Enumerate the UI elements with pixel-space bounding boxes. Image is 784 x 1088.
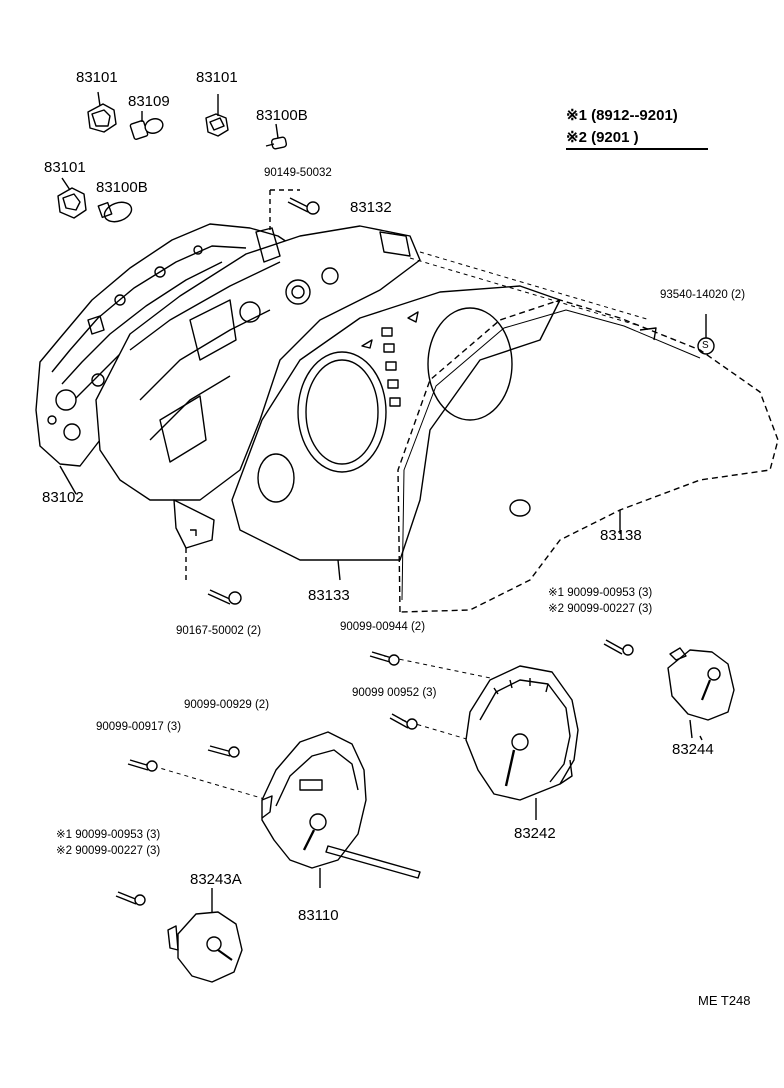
- label-83100b-a: 83100B: [256, 107, 308, 124]
- screw-90099-00953-bottom: [115, 891, 146, 906]
- screw-90099-00929: [207, 745, 240, 758]
- footer-code: ME T248: [698, 993, 751, 1008]
- fuel-gauge-83243a: [167, 888, 243, 983]
- meter-face-83133: [231, 285, 561, 581]
- label-alt2-top: ※2 90099-00227 (3): [548, 603, 653, 615]
- label-alt1-top: ※1 90099-00953 (3): [548, 587, 653, 599]
- socket-83101-c: [57, 177, 87, 219]
- label-83102: 83102: [42, 489, 84, 506]
- label-83101-b: 83101: [196, 69, 238, 86]
- screw-90099-00952: [389, 713, 418, 730]
- bulb-83100b-b: [97, 201, 133, 223]
- speedometer-83110: [261, 731, 421, 888]
- label-83138: 83138: [600, 527, 642, 544]
- legend-underline: [566, 148, 708, 150]
- label-83132: 83132: [350, 199, 392, 216]
- label-90099-00952: 90099 00952 (3): [352, 687, 437, 699]
- screw-90099-00944: [369, 651, 400, 666]
- screw-90167-50002: [185, 548, 242, 605]
- case-housing: [95, 225, 421, 549]
- screw-90099-00917: [127, 759, 158, 772]
- label-83133: 83133: [308, 587, 350, 604]
- screw-90149-50032: [269, 189, 320, 230]
- bulb-83100b-a: [265, 123, 288, 150]
- glass-83138: [397, 299, 779, 613]
- label-90099-00944: 90099-00944 (2): [340, 621, 426, 633]
- label-s-mark: S: [702, 340, 709, 351]
- legend-row-2: ※2 (9201 ): [566, 129, 639, 146]
- label-83244: 83244: [672, 741, 714, 758]
- label-90149-50032: 90149-50032: [264, 167, 332, 179]
- socket-83101-a: [87, 91, 117, 133]
- label-90167-50002: 90167-50002 (2): [176, 625, 262, 637]
- label-83243a: 83243A: [190, 871, 242, 888]
- label-83109: 83109: [128, 93, 170, 110]
- label-83101-c: 83101: [44, 159, 86, 176]
- temp-gauge-83244: [667, 647, 735, 739]
- bulb-83109: [129, 111, 164, 140]
- label-83242: 83242: [514, 825, 556, 842]
- legend-row-1: ※1 (8912--9201): [566, 107, 678, 124]
- label-alt1-bottom: ※1 90099-00953 (3): [56, 829, 161, 841]
- screw-90099-00953-top: [603, 639, 634, 656]
- label-83110: 83110: [298, 907, 339, 924]
- tachometer-83242: [465, 665, 579, 820]
- label-90099-00917: 90099-00917 (3): [96, 721, 182, 733]
- label-83100b-b: 83100B: [96, 179, 148, 196]
- label-83101-a: 83101: [76, 69, 118, 86]
- label-alt2-bottom: ※2 90099-00227 (3): [56, 845, 161, 857]
- label-93540-14020: 93540-14020 (2): [660, 289, 746, 301]
- socket-83101-b: [205, 94, 229, 137]
- label-90099-00929: 90099-00929 (2): [184, 699, 270, 711]
